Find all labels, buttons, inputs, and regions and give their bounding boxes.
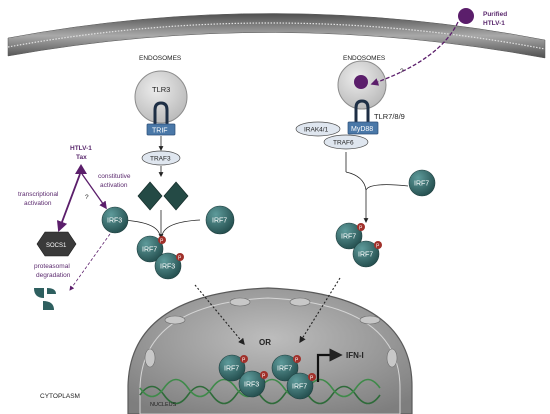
- ifn-promoter-arrow: [316, 348, 343, 382]
- phospho-label-7: P: [295, 358, 299, 364]
- tlr789-label: TLR7/8/9: [374, 112, 405, 121]
- plasma-membrane: [7, 13, 546, 59]
- myd88-label: MyD88: [351, 126, 373, 133]
- irf7-label-middle: IRF7: [212, 218, 227, 225]
- phospho-label-8: P: [310, 376, 314, 382]
- irf3-node-left: [101, 206, 129, 234]
- irf3-label-dimer-left: IRF3: [160, 264, 175, 271]
- transcriptional-label-2: activation: [24, 200, 52, 207]
- tlr3-label: TLR3: [152, 85, 170, 94]
- endosome-right: [337, 60, 387, 110]
- virus-in-endosome: [354, 75, 368, 89]
- irf3-phospho-dimer-left: [154, 252, 182, 280]
- kinase-diamond-left: [137, 181, 163, 211]
- right-convergence-lines: [345, 152, 409, 223]
- irf7-label-nuclear-right-2: IRF7: [292, 384, 307, 391]
- kinase-diamonds: [137, 181, 189, 211]
- phospho-label-6: P: [262, 374, 266, 380]
- trif-label: TRIF: [152, 128, 168, 135]
- traf3-node: [141, 150, 181, 166]
- irf3-degradation-arrow: [69, 233, 111, 291]
- ifn-label: IFN-I: [346, 351, 364, 360]
- trif-box: [146, 123, 176, 136]
- nucleus: [127, 287, 413, 414]
- phospho-badge-8: [308, 373, 316, 381]
- phospho-label-4: P: [376, 244, 380, 250]
- myd88-box: [347, 121, 379, 135]
- htlv-tax-label-1: HTLV-1: [70, 145, 92, 152]
- irf7-nuclear-right-1: [271, 354, 299, 382]
- tax-to-irf3-arrow: [81, 173, 107, 210]
- tax-question: ?: [85, 194, 89, 201]
- htlv1-virion: [458, 8, 474, 24]
- phospho-label-1: P: [160, 239, 164, 245]
- endosomes-label-left: ENDOSOMES: [139, 55, 182, 62]
- endosome-left: [134, 70, 188, 124]
- tax-triangle: [75, 164, 87, 174]
- or-label: OR: [259, 338, 271, 347]
- phospho-badge-2: [176, 253, 184, 261]
- irf7-node-right: [408, 169, 436, 197]
- phospho-badge-3: [357, 223, 365, 231]
- irf7-phospho-dimer-right-1: [335, 222, 363, 250]
- phospho-label-5: P: [242, 358, 246, 364]
- traf6-node: [323, 134, 369, 150]
- irf7-label-dimer-right-2: IRF7: [358, 252, 373, 259]
- htlv-tax-label-2: Tax: [76, 154, 87, 161]
- phospho-badge-1: [158, 236, 166, 244]
- traf3-label: TRAF3: [150, 156, 171, 163]
- phospho-badge-7: [293, 355, 301, 363]
- traf6-label: TRAF6: [333, 140, 354, 147]
- irf7-nuclear-left: [218, 354, 246, 382]
- irf7-label-dimer-left: IRF7: [142, 247, 157, 254]
- irf7-phospho-dimer-right-2: [352, 240, 380, 268]
- irf7-label-nuclear-right-1: IRF7: [277, 366, 292, 373]
- virus-entry-arrow: [370, 21, 459, 86]
- irak41-node: [295, 121, 341, 137]
- cytoplasm-label: CYTOPLASM: [40, 393, 80, 400]
- translocation-arrow-right: [299, 277, 341, 344]
- irf7-phospho-dimer-left: [136, 235, 164, 263]
- constitutive-label-1: constitutive: [98, 173, 131, 180]
- virus-entry-question: ?: [400, 68, 404, 75]
- translocation-arrow-left: [194, 284, 245, 346]
- irf7-label-dimer-right-1: IRF7: [341, 234, 356, 241]
- irf3-label-nuclear-left: IRF3: [244, 382, 259, 389]
- tlr789-receptor: [354, 99, 370, 122]
- transcriptional-label-1: transcriptional: [18, 191, 59, 198]
- socs1-label: SOCS1: [46, 243, 67, 249]
- purified-label-2: HTLV-1: [483, 20, 505, 27]
- phospho-badge-4: [374, 241, 382, 249]
- tax-to-socs1-arrow: [56, 173, 81, 233]
- tlr3-receptor: [153, 101, 169, 124]
- socs1-hexagon: [36, 231, 77, 257]
- phospho-label-3: P: [359, 226, 363, 232]
- purified-label-1: Purified: [483, 11, 507, 18]
- left-convergence-lines: [121, 210, 201, 239]
- phospho-badge-5: [240, 355, 248, 363]
- irf7-label-right: IRF7: [414, 181, 429, 188]
- nucleus-label: NUCLEUS: [150, 402, 177, 408]
- irak41-label: IRAK4/1: [304, 127, 329, 134]
- endosomes-label-right: ENDOSOMES: [343, 55, 386, 62]
- kinase-diamond-right: [163, 181, 189, 211]
- degraded-fragments: [34, 288, 56, 310]
- phospho-label-2: P: [178, 256, 182, 262]
- phospho-badge-6: [260, 371, 268, 379]
- proteasomal-label-2: degradation: [36, 272, 71, 279]
- irf7-node-middle: [205, 205, 235, 235]
- irf3-nuclear-left: [238, 370, 266, 398]
- irf3-label-left: IRF3: [107, 218, 122, 225]
- irf7-label-nuclear-left: IRF7: [224, 366, 239, 373]
- irf7-nuclear-right-2: [286, 372, 314, 400]
- constitutive-label-2: activation: [100, 182, 128, 189]
- proteasomal-label-1: proteasomal: [34, 263, 70, 270]
